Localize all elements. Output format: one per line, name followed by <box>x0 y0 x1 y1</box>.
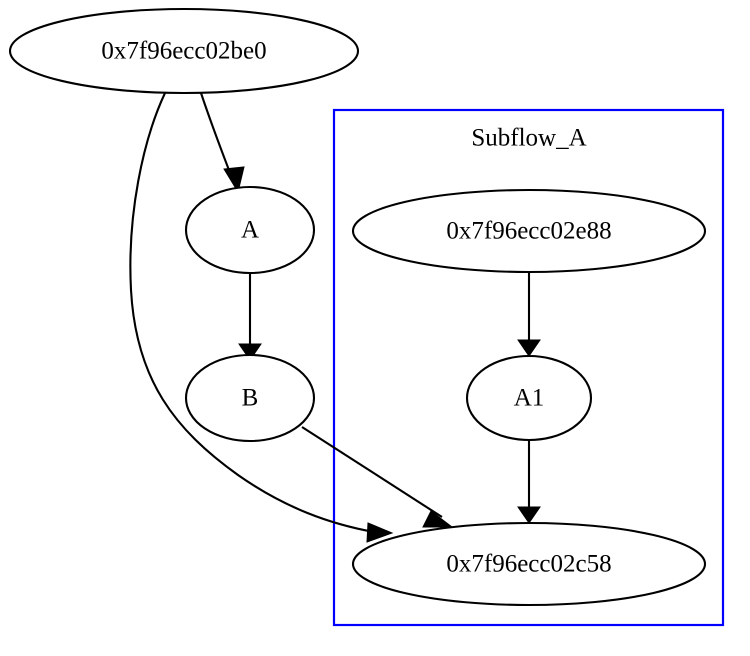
node-b-ellipse <box>184 353 316 443</box>
edge-root-to-a-arrowhead <box>223 166 245 194</box>
edge-b-to-c58[interactable] <box>301 426 454 528</box>
edge-b-to-c58-line <box>301 426 443 518</box>
edge-root-to-c58[interactable] <box>129 92 394 543</box>
edge-root-to-c58-line <box>129 92 375 534</box>
node-e88-ellipse <box>351 188 707 274</box>
node-b[interactable]: B <box>184 353 316 443</box>
node-root-label: 0x7f96ecc02be0 <box>101 38 266 65</box>
node-a1-ellipse <box>465 354 593 442</box>
cluster-subflow-a-border <box>332 108 725 627</box>
node-root-ellipse <box>8 7 360 95</box>
edge-a-to-b[interactable] <box>238 273 262 361</box>
edge-e88-to-a1-arrowhead <box>517 339 541 357</box>
node-a-label: A <box>241 217 259 244</box>
node-a1-label: A1 <box>514 385 545 412</box>
edge-a1-to-c58-arrowhead <box>517 506 541 524</box>
edge-root-to-a-line <box>200 92 233 179</box>
node-a[interactable]: A <box>184 185 316 275</box>
node-e88-label: 0x7f96ecc02e88 <box>446 218 611 245</box>
edge-a-to-b-arrowhead <box>238 343 262 361</box>
node-root[interactable]: 0x7f96ecc02be0 <box>8 7 360 95</box>
node-e88[interactable]: 0x7f96ecc02e88 <box>351 188 707 274</box>
node-a-ellipse <box>184 185 316 275</box>
edge-b-to-c58-arrowhead <box>422 510 454 528</box>
node-c58[interactable]: 0x7f96ecc02c58 <box>351 521 707 607</box>
cluster-subflow-a-label: Subflow_A <box>471 125 586 152</box>
edge-a1-to-c58[interactable] <box>517 440 541 524</box>
node-c58-ellipse <box>351 521 707 607</box>
edge-root-to-c58-arrowhead <box>366 522 394 543</box>
node-b-label: B <box>242 385 259 412</box>
edge-e88-to-a1[interactable] <box>517 272 541 357</box>
cluster-subflow-a[interactable]: Subflow_A <box>332 108 725 627</box>
node-c58-label: 0x7f96ecc02c58 <box>446 551 611 578</box>
node-a1[interactable]: A1 <box>465 354 593 442</box>
edge-root-to-a[interactable] <box>200 92 245 194</box>
